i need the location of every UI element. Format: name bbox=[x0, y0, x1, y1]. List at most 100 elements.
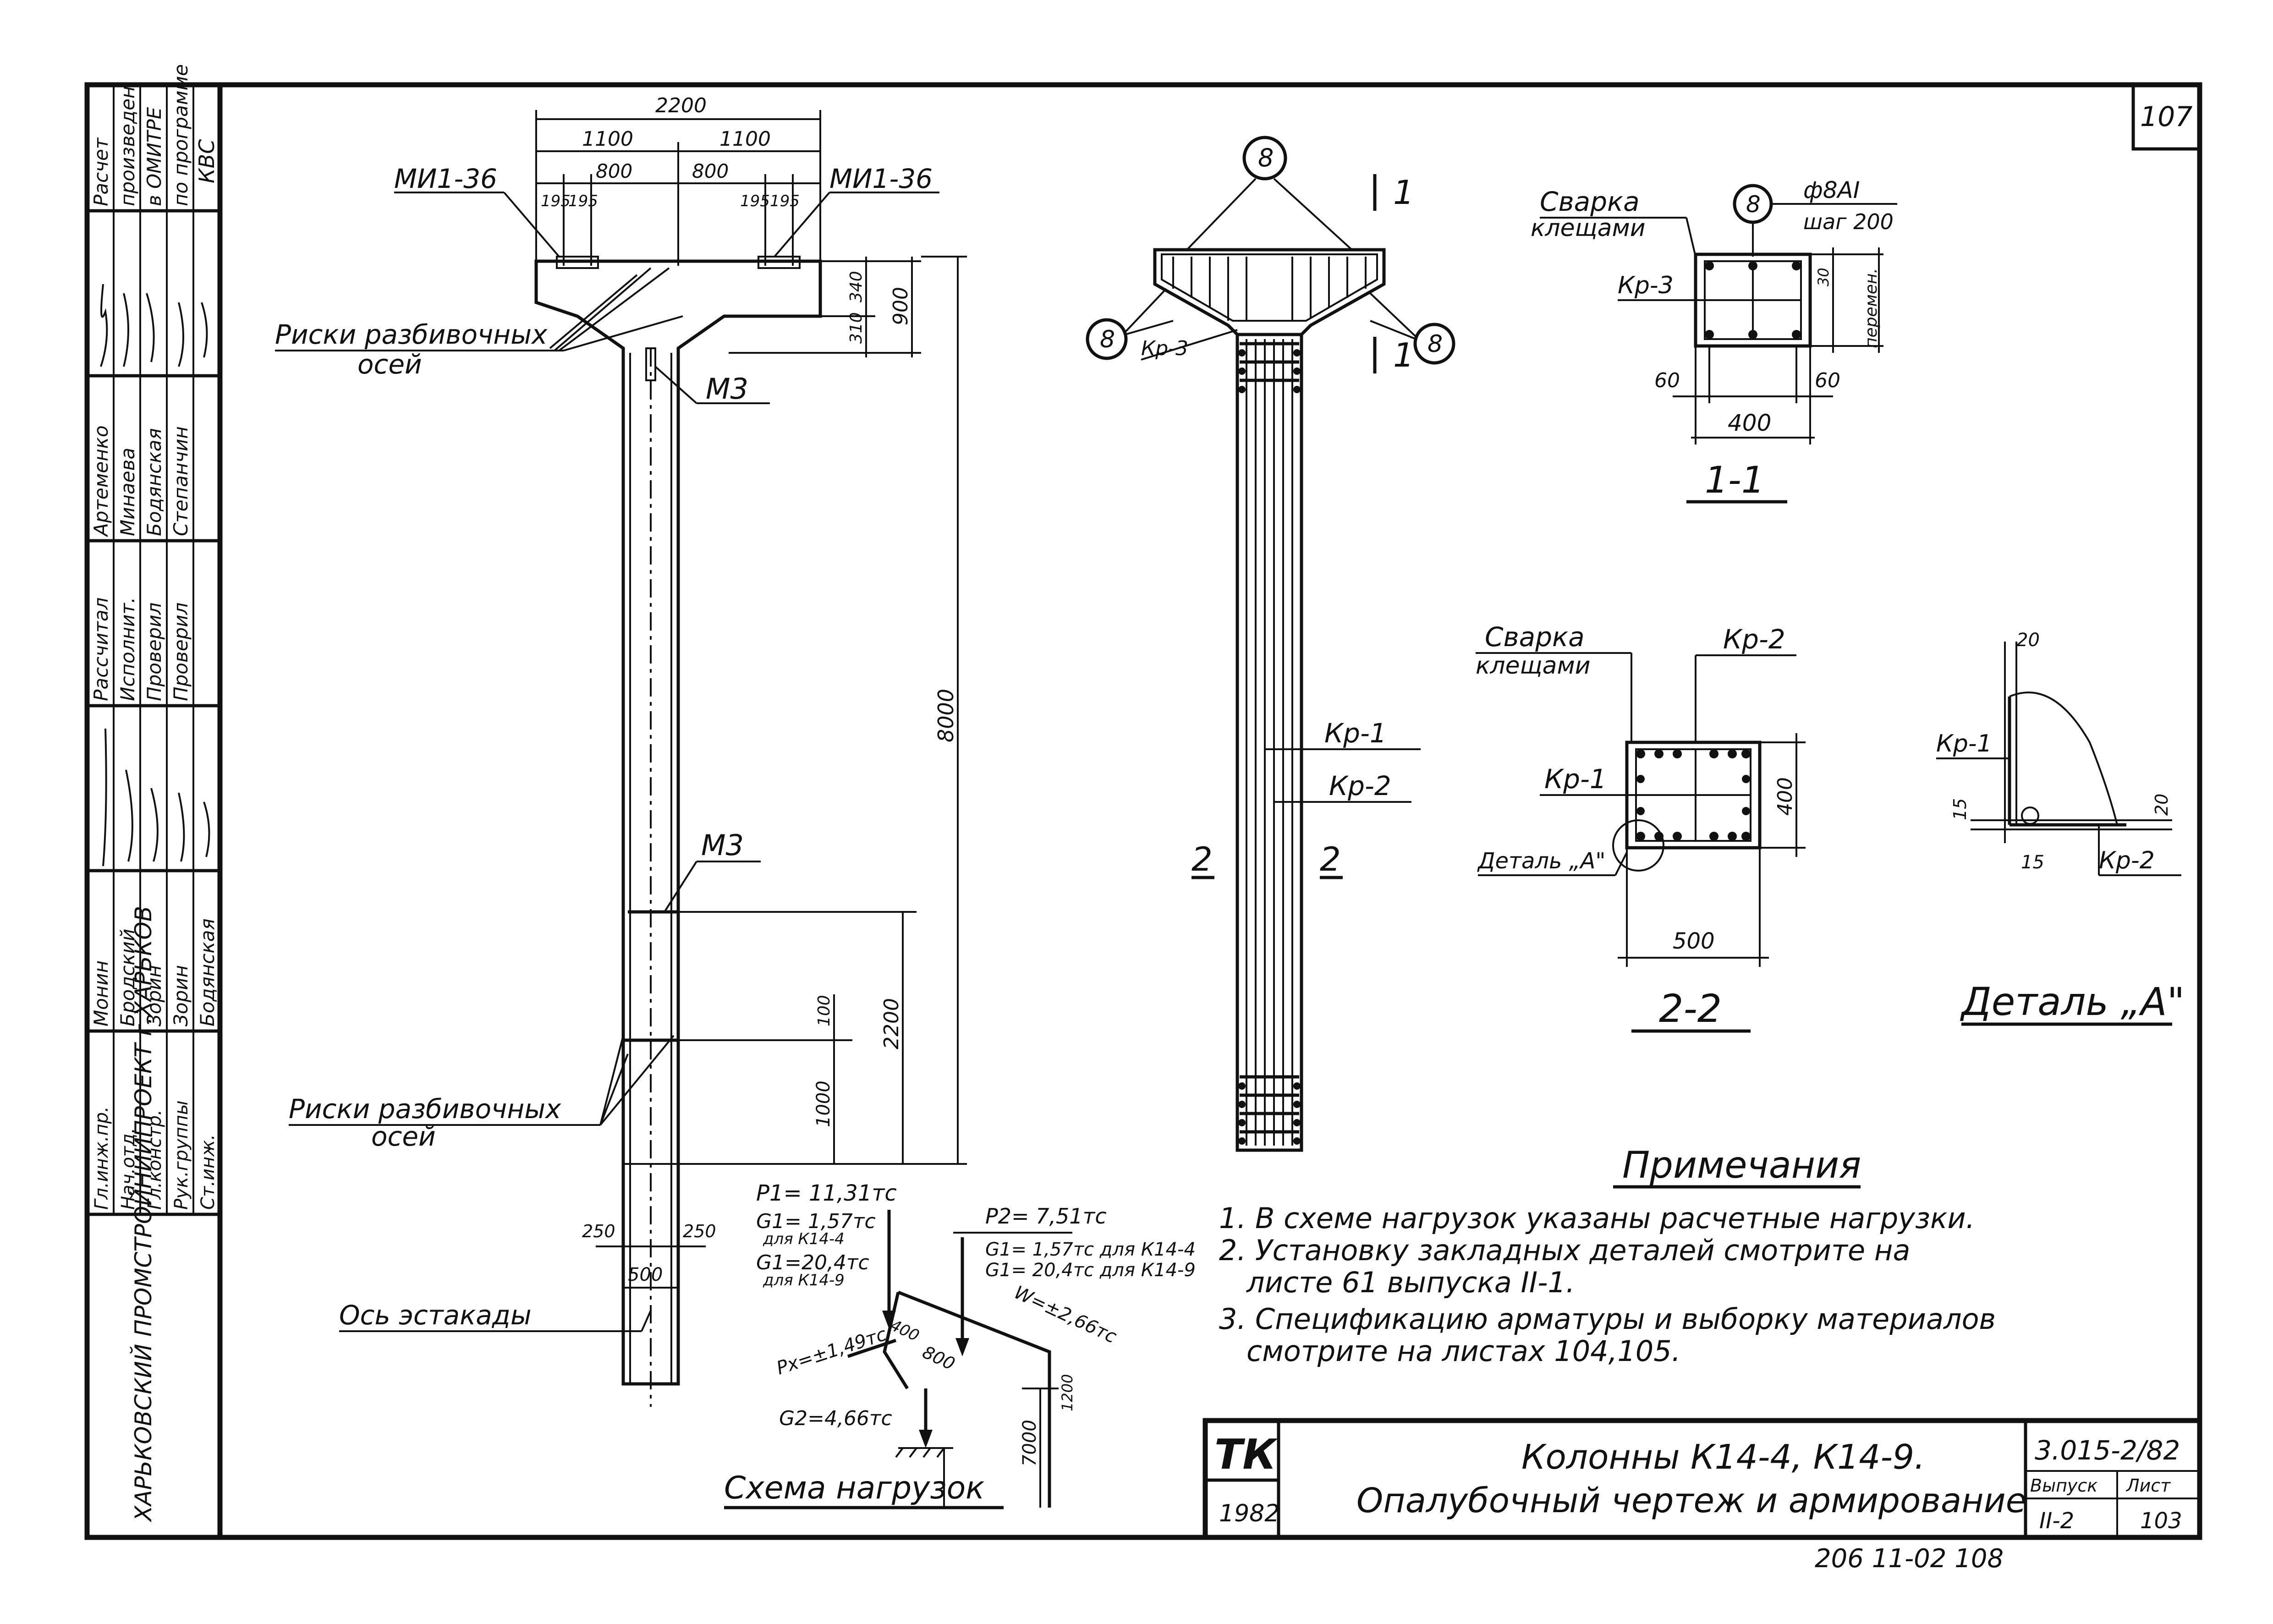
dim-340: 340 bbox=[847, 271, 866, 302]
s11-dim-60-left: 60 bbox=[1654, 369, 1680, 392]
stamp-note-2: произведен bbox=[116, 86, 139, 206]
bar-callout-top-label: 8 bbox=[1258, 143, 1274, 172]
section-1-1: Сварка клещами 8 ф8АI шаг 200 Кр-3 30 пе… bbox=[1531, 177, 1897, 504]
s11-title: 1-1 bbox=[1705, 459, 1765, 501]
da-dim-15-bottom: 15 bbox=[2021, 852, 2044, 873]
s22-kp2-label: Кр-2 bbox=[1723, 624, 1785, 655]
s22-kp1-label: Кр-1 bbox=[1544, 763, 1607, 795]
stamp-name-a-4: Зорин bbox=[170, 965, 192, 1026]
tb-sheet-label: Лист bbox=[2125, 1476, 2171, 1496]
page-number-box bbox=[2131, 83, 2202, 151]
stamp-position-3: Гл.констр. bbox=[144, 1109, 165, 1210]
detail-a: 20 Кр-1 15 20 15 Кр-2 Деталь „А" bbox=[1936, 630, 2185, 1026]
stamp-note-1: Расчет bbox=[90, 137, 112, 206]
ls-g1-b-for: для К14-9 bbox=[763, 1271, 845, 1289]
ls-dim-1200: 1200 bbox=[1059, 1374, 1076, 1411]
dim-195-a: 195 bbox=[541, 192, 571, 210]
stamp-note-5: КВС bbox=[194, 139, 219, 183]
dim-100: 100 bbox=[815, 995, 834, 1026]
section2-mark-right: 2 bbox=[1320, 840, 1341, 878]
dim-1100-right: 1100 bbox=[719, 127, 771, 151]
tb-issue-label: Выпуск bbox=[2030, 1476, 2097, 1496]
bar-callout-right bbox=[1413, 323, 1455, 365]
dim-900: 900 bbox=[889, 287, 912, 325]
ls-g1-b: G1=20,4тс bbox=[756, 1251, 869, 1274]
kp1-label: Кр-1 bbox=[1324, 718, 1387, 749]
dim-310: 310 bbox=[847, 312, 866, 344]
section-mark-top: 1 bbox=[1393, 173, 1414, 212]
ls-g1-c: G1= 1,57тс для К14-4 bbox=[985, 1239, 1196, 1260]
s11-kp3-label: Кр-3 bbox=[1618, 272, 1674, 299]
s11-dim-400: 400 bbox=[1728, 410, 1771, 436]
stamp-name-b-2: Минаева bbox=[116, 448, 139, 536]
tb-tk: ТК bbox=[1214, 1431, 1278, 1479]
dim-250-right: 250 bbox=[683, 1221, 716, 1241]
dim-195-b: 195 bbox=[568, 192, 598, 210]
tb-year: 1982 bbox=[1219, 1500, 1279, 1527]
ls-p2: P2= 7,51тс bbox=[985, 1204, 1107, 1229]
note-2b: листе 61 выпуска II-1. bbox=[1246, 1266, 1575, 1299]
stamp-name-a-1: Монин bbox=[90, 960, 112, 1026]
bar-callout-top bbox=[1242, 136, 1287, 181]
stamp-position-2: Нач.отд. bbox=[118, 1128, 139, 1210]
stamp-organization: ХАРЬКОВСКИЙ ПРОМСТРОЙНИИПРОЕКТ г.ХАРЬКОВ bbox=[130, 906, 157, 1523]
section-2-2: Сварка клещами Кр-2 Кр-1 Деталь „А" 400 bbox=[1476, 621, 1806, 1033]
ls-dim-800: 800 bbox=[919, 1342, 958, 1374]
embed-label-right: МИ1-36 bbox=[829, 163, 933, 194]
da-title: Деталь „А" bbox=[1960, 979, 2185, 1024]
dim-500: 500 bbox=[628, 1264, 663, 1285]
stamp-note-3: в ОМИТРЕ bbox=[143, 107, 165, 206]
note-2: 2. Установку закладных деталей смотрите … bbox=[1219, 1234, 1910, 1267]
stamp-name-a-5: Бодянская bbox=[196, 918, 219, 1026]
stamp-position-4: Рук.группы bbox=[171, 1100, 192, 1210]
dim-800-left: 800 bbox=[596, 160, 632, 182]
m3-bottom: М3 bbox=[701, 828, 744, 862]
side-stamp: Расчет произведен в ОМИТРЕ по программе … bbox=[87, 64, 220, 1523]
stamp-role-3: Проверил bbox=[143, 603, 165, 701]
dim-8000: 8000 bbox=[933, 689, 958, 742]
da-dim-20-top: 20 bbox=[2016, 630, 2040, 651]
ls-g1-a: G1= 1,57тс bbox=[756, 1210, 876, 1233]
s11-dim-60-right: 60 bbox=[1815, 369, 1840, 392]
tb-series: 3.015-2/82 bbox=[2035, 1435, 2180, 1466]
ls-g1-d: G1= 20,4тс для К14-9 bbox=[985, 1260, 1196, 1281]
axis-marks-top-line2: осей bbox=[357, 349, 422, 380]
column-elevation: 2200 1100 1100 800 800 195 195 195 195 М… bbox=[275, 94, 967, 1407]
bar-callout-left-label: 8 bbox=[1100, 326, 1115, 353]
s22-detail-ref: Деталь „А" bbox=[1477, 848, 1605, 874]
s22-dim-400: 400 bbox=[1773, 777, 1797, 816]
stamp-position-5: Ст.инж. bbox=[198, 1134, 219, 1210]
stamp-name-b-4: Степанчин bbox=[170, 426, 192, 536]
section2-mark-left: 2 bbox=[1191, 840, 1213, 878]
stamp-name-a-2: Бродский bbox=[116, 929, 139, 1026]
stamp-name-b-1: Артеменко bbox=[90, 425, 112, 538]
section-mark-mid: 1 bbox=[1393, 336, 1414, 374]
bottom-numbers: 206 11-02 108 bbox=[1815, 1544, 2004, 1574]
dim-2200-lower: 2200 bbox=[880, 998, 903, 1049]
s11-welding-2: клещами bbox=[1531, 214, 1646, 242]
dim-2200: 2200 bbox=[655, 94, 707, 117]
tb-title-2: Опалубочный чертеж и армирование bbox=[1356, 1481, 2026, 1520]
axis-marks-bottom-line1: Риски разбивочных bbox=[289, 1093, 561, 1125]
notes: Примечания 1. В схеме нагрузок указаны р… bbox=[1219, 1144, 1996, 1368]
load-scheme: P1= 11,31тс G1= 1,57тс для К14-4 G1=20,4… bbox=[724, 1180, 1196, 1509]
stamp-role-4: Проверил bbox=[170, 603, 192, 701]
ls-g1-a-for: для К14-4 bbox=[763, 1230, 845, 1248]
ls-p1: P1= 11,31тс bbox=[756, 1180, 897, 1206]
stamp-name-a-3: Зорин bbox=[143, 965, 165, 1026]
dim-195-c: 195 bbox=[740, 192, 770, 210]
ls-title: Схема нагрузок bbox=[724, 1470, 984, 1506]
stamp-name-b-3: Бодянская bbox=[143, 428, 165, 536]
kp2-label: Кр-2 bbox=[1329, 770, 1391, 801]
note-3b: смотрите на листах 104,105. bbox=[1246, 1334, 1680, 1368]
dim-800-right: 800 bbox=[692, 160, 729, 182]
stamp-note-4: по программе bbox=[170, 64, 192, 206]
note-3: 3. Спецификацию арматуры и выборку матер… bbox=[1219, 1302, 1996, 1336]
ls-w: W=±2,66тс bbox=[1011, 1282, 1120, 1348]
dim-250-left: 250 bbox=[582, 1221, 615, 1241]
stamp-position-1: Гл.инж.пр. bbox=[91, 1106, 112, 1210]
sheet-frame bbox=[84, 82, 2202, 1540]
s22-welding-1: Сварка bbox=[1485, 621, 1585, 653]
bar-callout-right-label: 8 bbox=[1427, 330, 1443, 358]
axis-marks-bottom-line2: осей bbox=[371, 1121, 436, 1152]
